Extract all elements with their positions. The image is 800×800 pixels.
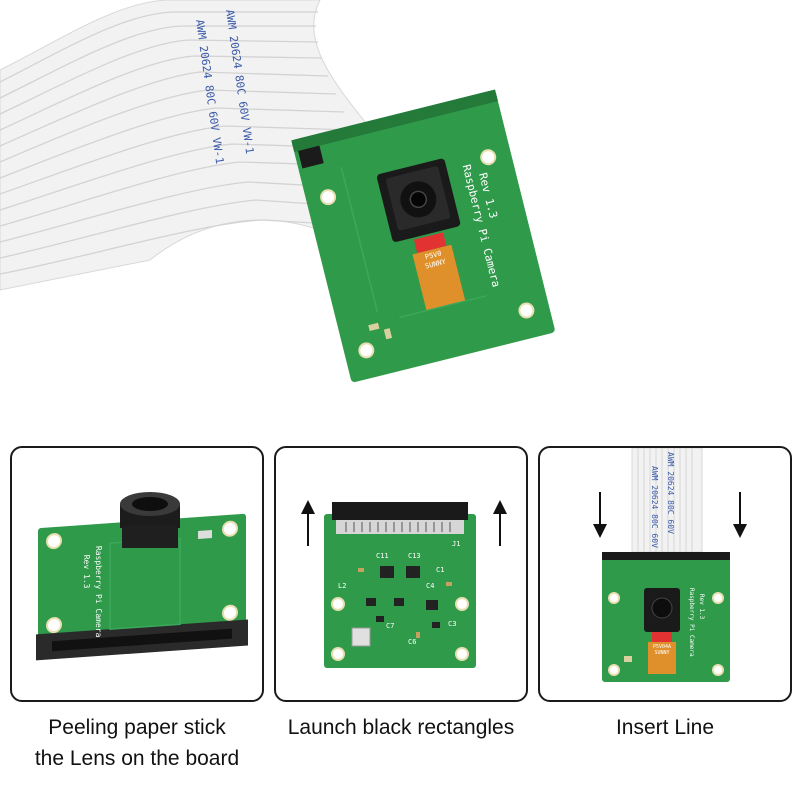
caption-line-1: Insert Line [615, 716, 715, 739]
arrow-up-icon [301, 500, 315, 546]
panel-1-silk-2: Rev 1.3 [82, 554, 91, 588]
caption-peel-sticker: Peeling paper stick the Lens on the boar… [10, 712, 264, 774]
hero-camera-board: P5V0 SUNNY Raspberry Pi Camera Rev 1.3 [291, 89, 555, 383]
panel-1-photo: Raspberry Pi Camera Rev 1.3 [36, 492, 248, 661]
sensor-label-1: P5V0 [424, 249, 442, 261]
panel-1-silk-1: Raspberry Pi Camera [94, 546, 103, 638]
panel-peel-sticker: Raspberry Pi Camera Rev 1.3 [10, 446, 264, 702]
panel-2-photo: J1 C13 C11 C1 L2 C4 C7 C6 C3 [301, 500, 507, 668]
panel-insert-cable: AWM 20624 80C 60V AWM 20624 80C 60V P5V0… [538, 446, 792, 702]
arrow-down-icon [733, 492, 747, 538]
caption-line-2: the Lens on the board [34, 747, 240, 770]
cable-print-1: AWM 20624 80C 60V [666, 452, 675, 534]
hero-product-photo: AWM 20624 80C 60V VW-1 AWM 20624 80C 60V… [0, 0, 555, 383]
panel-3-silk-2: Rev 1.3 [698, 594, 705, 620]
panel-open-connector: J1 C13 C11 C1 L2 C4 C7 C6 C3 [274, 446, 528, 702]
caption-open-connector: Launch black rectangles [274, 712, 528, 743]
cable-print-2: AWM 20624 80C 60V [650, 466, 659, 548]
ribbon-cable: AWM 20624 80C 60V VW-1 AWM 20624 80C 60V… [0, 0, 381, 291]
component-label: C4 [426, 582, 434, 590]
caption-line-1: Peeling paper stick [48, 716, 226, 739]
arrow-down-icon [593, 492, 607, 538]
component-label: C3 [448, 620, 456, 628]
panel-3-photo: AWM 20624 80C 60V AWM 20624 80C 60V P5V0… [593, 448, 747, 682]
arrow-up-icon [493, 500, 507, 546]
component-label: L2 [338, 582, 346, 590]
component-label: C6 [408, 638, 416, 646]
sensor-label-1: P5V04A [653, 644, 671, 650]
component-label: C13 [408, 552, 421, 560]
component-label: J1 [452, 540, 460, 548]
caption-line-1: Launch black rectangles [287, 716, 515, 739]
component-label: C1 [436, 566, 444, 574]
component-label: C7 [386, 622, 394, 630]
caption-insert-cable: Insert Line [538, 712, 792, 743]
component-label: C11 [376, 552, 389, 560]
sensor-label-2: SUNNY [654, 650, 669, 656]
panel-3-silk-1: Raspberry Pi Camera [688, 588, 695, 657]
